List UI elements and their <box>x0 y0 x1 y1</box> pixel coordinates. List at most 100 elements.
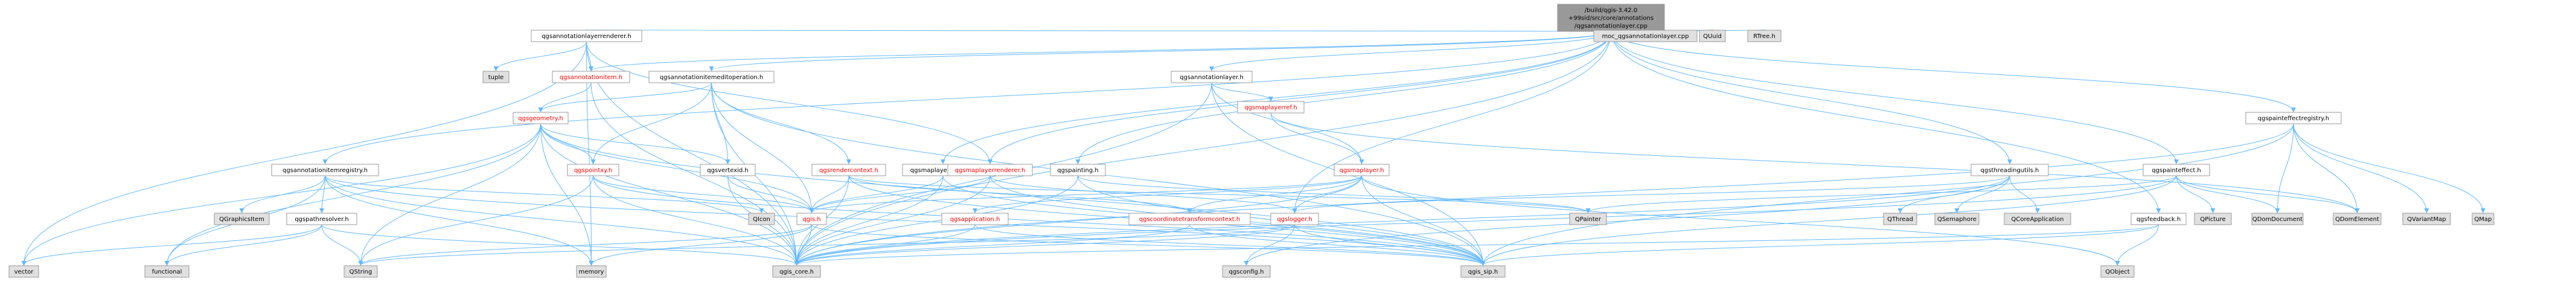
node-qgraphicsitem: QGraphicsItem <box>214 213 270 225</box>
node-label: qgsconfig.h <box>1229 269 1264 275</box>
node-qgis_core: qgis_core.h <box>772 265 821 278</box>
node-root: /build/qgis-3.42.0+99sid/src/core/annota… <box>1557 4 1665 32</box>
node-pointxy[interactable]: qgspointxy.h <box>567 164 619 176</box>
node-qgis_h[interactable]: qgis.h <box>796 213 827 225</box>
node-geometry[interactable]: qgsgeometry.h <box>513 112 569 124</box>
edge-editop-qgis_h <box>711 82 814 213</box>
node-coordtransform[interactable]: qgscoordinatetransformcontext.h <box>1128 213 1251 225</box>
node-label: qgsannotationitemeditoperation.h <box>660 74 763 81</box>
edge-root-renderer <box>586 29 1611 34</box>
node-box <box>947 164 1033 176</box>
edge-geometry-functional <box>164 123 541 266</box>
node-vertexid[interactable]: qgsvertexid.h <box>700 164 756 176</box>
node-pathresolver[interactable]: qgspathresolver.h <box>286 213 357 225</box>
edge-editop-pointxy <box>590 82 712 164</box>
edge-maplayer-logger <box>1292 175 1362 213</box>
node-painting[interactable]: qgspainting.h <box>1050 164 1106 176</box>
node-qpicture: QPicture <box>2194 213 2232 225</box>
edge-threadingutils-qgis_core <box>794 175 2010 266</box>
edge-painting-qpainter <box>1078 175 1591 213</box>
node-functional: functional <box>144 265 190 278</box>
node-box <box>271 164 379 176</box>
edge-effectregistry-qdomdocument <box>2275 123 2294 213</box>
edge-editop-rendercontext <box>711 82 851 164</box>
node-label: QPicture <box>2200 216 2225 223</box>
edge-renderer-tuple <box>493 41 587 71</box>
edge-painteffect-qpicture <box>2176 175 2216 213</box>
node-annotationlayer[interactable]: qgsannotationlayer.h <box>1171 71 1253 83</box>
edge-maplayer-coordtransform <box>1187 175 1362 213</box>
edge-qgis_h-memory <box>589 224 812 266</box>
node-box <box>1237 101 1305 114</box>
node-editop[interactable]: qgsannotationitemeditoperation.h <box>648 71 775 83</box>
node-effectregistry[interactable]: qgspainteffectregistry.h <box>2245 112 2342 124</box>
node-qthread: QThread <box>1883 213 1917 225</box>
edge-editop-vertexid <box>711 82 730 164</box>
node-label: qgsrendercontext.h <box>819 167 878 174</box>
edge-maplayer-qobject <box>1361 175 2120 266</box>
node-box <box>2402 213 2451 225</box>
node-maplayerrenderer[interactable]: qgsmaplayerrenderer.h <box>947 164 1033 176</box>
edge-threadingutils-qsemaphore <box>1954 175 2010 213</box>
node-qpainter: QPainter <box>1569 213 1607 225</box>
node-maplayer[interactable]: qgsmaplayer.h <box>1334 164 1390 176</box>
nodes-layer: /build/qgis-3.42.0+99sid/src/core/annota… <box>8 4 2495 278</box>
node-tuple: tuple <box>482 71 510 83</box>
node-feedback[interactable]: qgsfeedback.h <box>2130 213 2187 225</box>
node-rendercontext[interactable]: qgsrendercontext.h <box>811 164 886 176</box>
edge-root-qgis_core <box>794 31 1611 266</box>
node-renderer[interactable]: qgsannotationlayerrenderer.h <box>531 30 642 42</box>
node-box <box>1334 164 1390 176</box>
node-box <box>1569 213 1607 225</box>
node-label: QThread <box>1887 216 1913 223</box>
node-box <box>1050 164 1106 176</box>
node-registry[interactable]: qgsannotationitemregistry.h <box>271 164 379 176</box>
node-label: QObject <box>2105 269 2130 275</box>
node-threadingutils[interactable]: qgsthreadingutils.h <box>1970 164 2049 176</box>
edge-coordtransform-qgis_core <box>794 224 1190 266</box>
edge-maplayerrenderer-qgis_core <box>794 175 991 266</box>
edge-rendercontext-qpainter <box>848 175 1591 213</box>
edge-pointxy-qgis_sip <box>593 175 1486 266</box>
edge-logger-qstring <box>358 224 1295 266</box>
node-qicon: QIcon <box>748 213 775 225</box>
node-label: functional <box>152 269 182 275</box>
edge-feedback-qobject <box>2115 224 2159 266</box>
node-label: qgsapplication.h <box>950 216 1000 223</box>
node-box <box>700 164 756 176</box>
edge-pathresolver-qstring <box>321 224 363 266</box>
node-maplayerref[interactable]: qgsmaplayerref.h <box>1237 101 1305 114</box>
node-painteffect[interactable]: qgspainteffect.h <box>2143 164 2210 176</box>
node-box <box>748 213 775 225</box>
node-logger[interactable]: qgslogger.h <box>1270 213 1319 225</box>
edge-vertexid-qgis_h <box>727 175 814 213</box>
edge-feedback-qgis_sip <box>1480 224 2159 266</box>
edge-effectregistry-qgis_core <box>794 123 2294 266</box>
node-qdomdocument: QDomDocument <box>2251 213 2304 225</box>
node-label: qgsvertexid.h <box>707 167 749 174</box>
edge-rendercontext-qgis_h <box>809 175 849 213</box>
node-application[interactable]: qgsapplication.h <box>941 213 1009 225</box>
node-box <box>552 71 630 83</box>
node-label: qgsannotationlayerrenderer.h <box>542 33 631 40</box>
node-qstring: QString <box>344 265 378 278</box>
node-box <box>2130 213 2187 225</box>
node-label: moc_qgsannotationlayer.cpp <box>1602 33 1689 40</box>
node-box <box>648 71 775 83</box>
node-label: RTree.h <box>1753 33 1775 40</box>
node-label: qgspointxy.h <box>574 167 612 174</box>
node-box <box>567 164 619 176</box>
node-qmap: QMap <box>2472 213 2495 225</box>
node-label: /build/qgis-3.42.0 <box>1585 7 1637 14</box>
node-box <box>2143 164 2210 176</box>
node-moc: moc_qgsannotationlayer.cpp <box>1593 30 1698 42</box>
edge-pathresolver-functional <box>164 224 322 266</box>
node-label: vector <box>14 269 34 275</box>
node-box <box>2245 112 2342 124</box>
node-label: qgsmaplayer.h <box>1340 167 1384 174</box>
edge-rendercontext-coordtransform <box>848 175 1192 213</box>
edge-maplayerref-qdomelement <box>1270 112 2360 213</box>
node-box <box>941 213 1009 225</box>
node-label: qgsannotationlayer.h <box>1180 74 1244 81</box>
node-item[interactable]: qgsannotationitem.h <box>552 71 630 83</box>
